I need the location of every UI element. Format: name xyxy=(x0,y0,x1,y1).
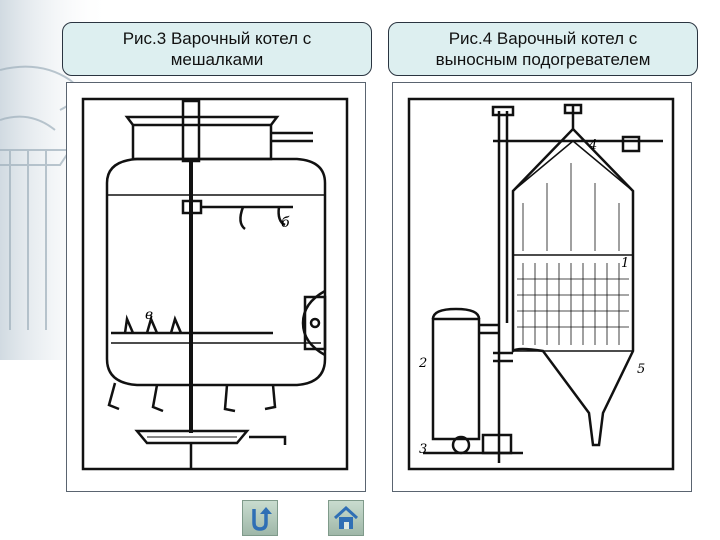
home-button[interactable] xyxy=(328,500,364,536)
house-icon xyxy=(333,505,359,529)
caption-figure-3: Рис.3 Варочный котел с мешалками xyxy=(62,22,372,76)
label-1: 1 xyxy=(621,256,629,271)
caption-figure-3-text: Рис.3 Варочный котел с мешалками xyxy=(122,29,312,69)
kettle-with-external-heater-drawing: 1 2 3 4 5 xyxy=(407,97,675,471)
label-4: 4 xyxy=(588,138,597,153)
label-3: 3 xyxy=(419,442,427,457)
label-v: в xyxy=(145,307,153,323)
kettle-with-stirrers-drawing: б в xyxy=(81,97,349,471)
label-b: б xyxy=(281,215,290,231)
label-5: 5 xyxy=(637,362,645,377)
figure-4-kettle-with-external-heater: 1 2 3 4 5 xyxy=(392,82,692,492)
figure-3-kettle-with-stirrers: б в xyxy=(66,82,366,492)
caption-figure-4-text: Рис.4 Варочный котел с выносным подогрев… xyxy=(435,29,651,69)
u-turn-arrow-icon xyxy=(252,507,272,531)
label-2: 2 xyxy=(418,356,427,371)
caption-figure-4: Рис.4 Варочный котел с выносным подогрев… xyxy=(388,22,698,76)
return-button[interactable] xyxy=(242,500,278,536)
